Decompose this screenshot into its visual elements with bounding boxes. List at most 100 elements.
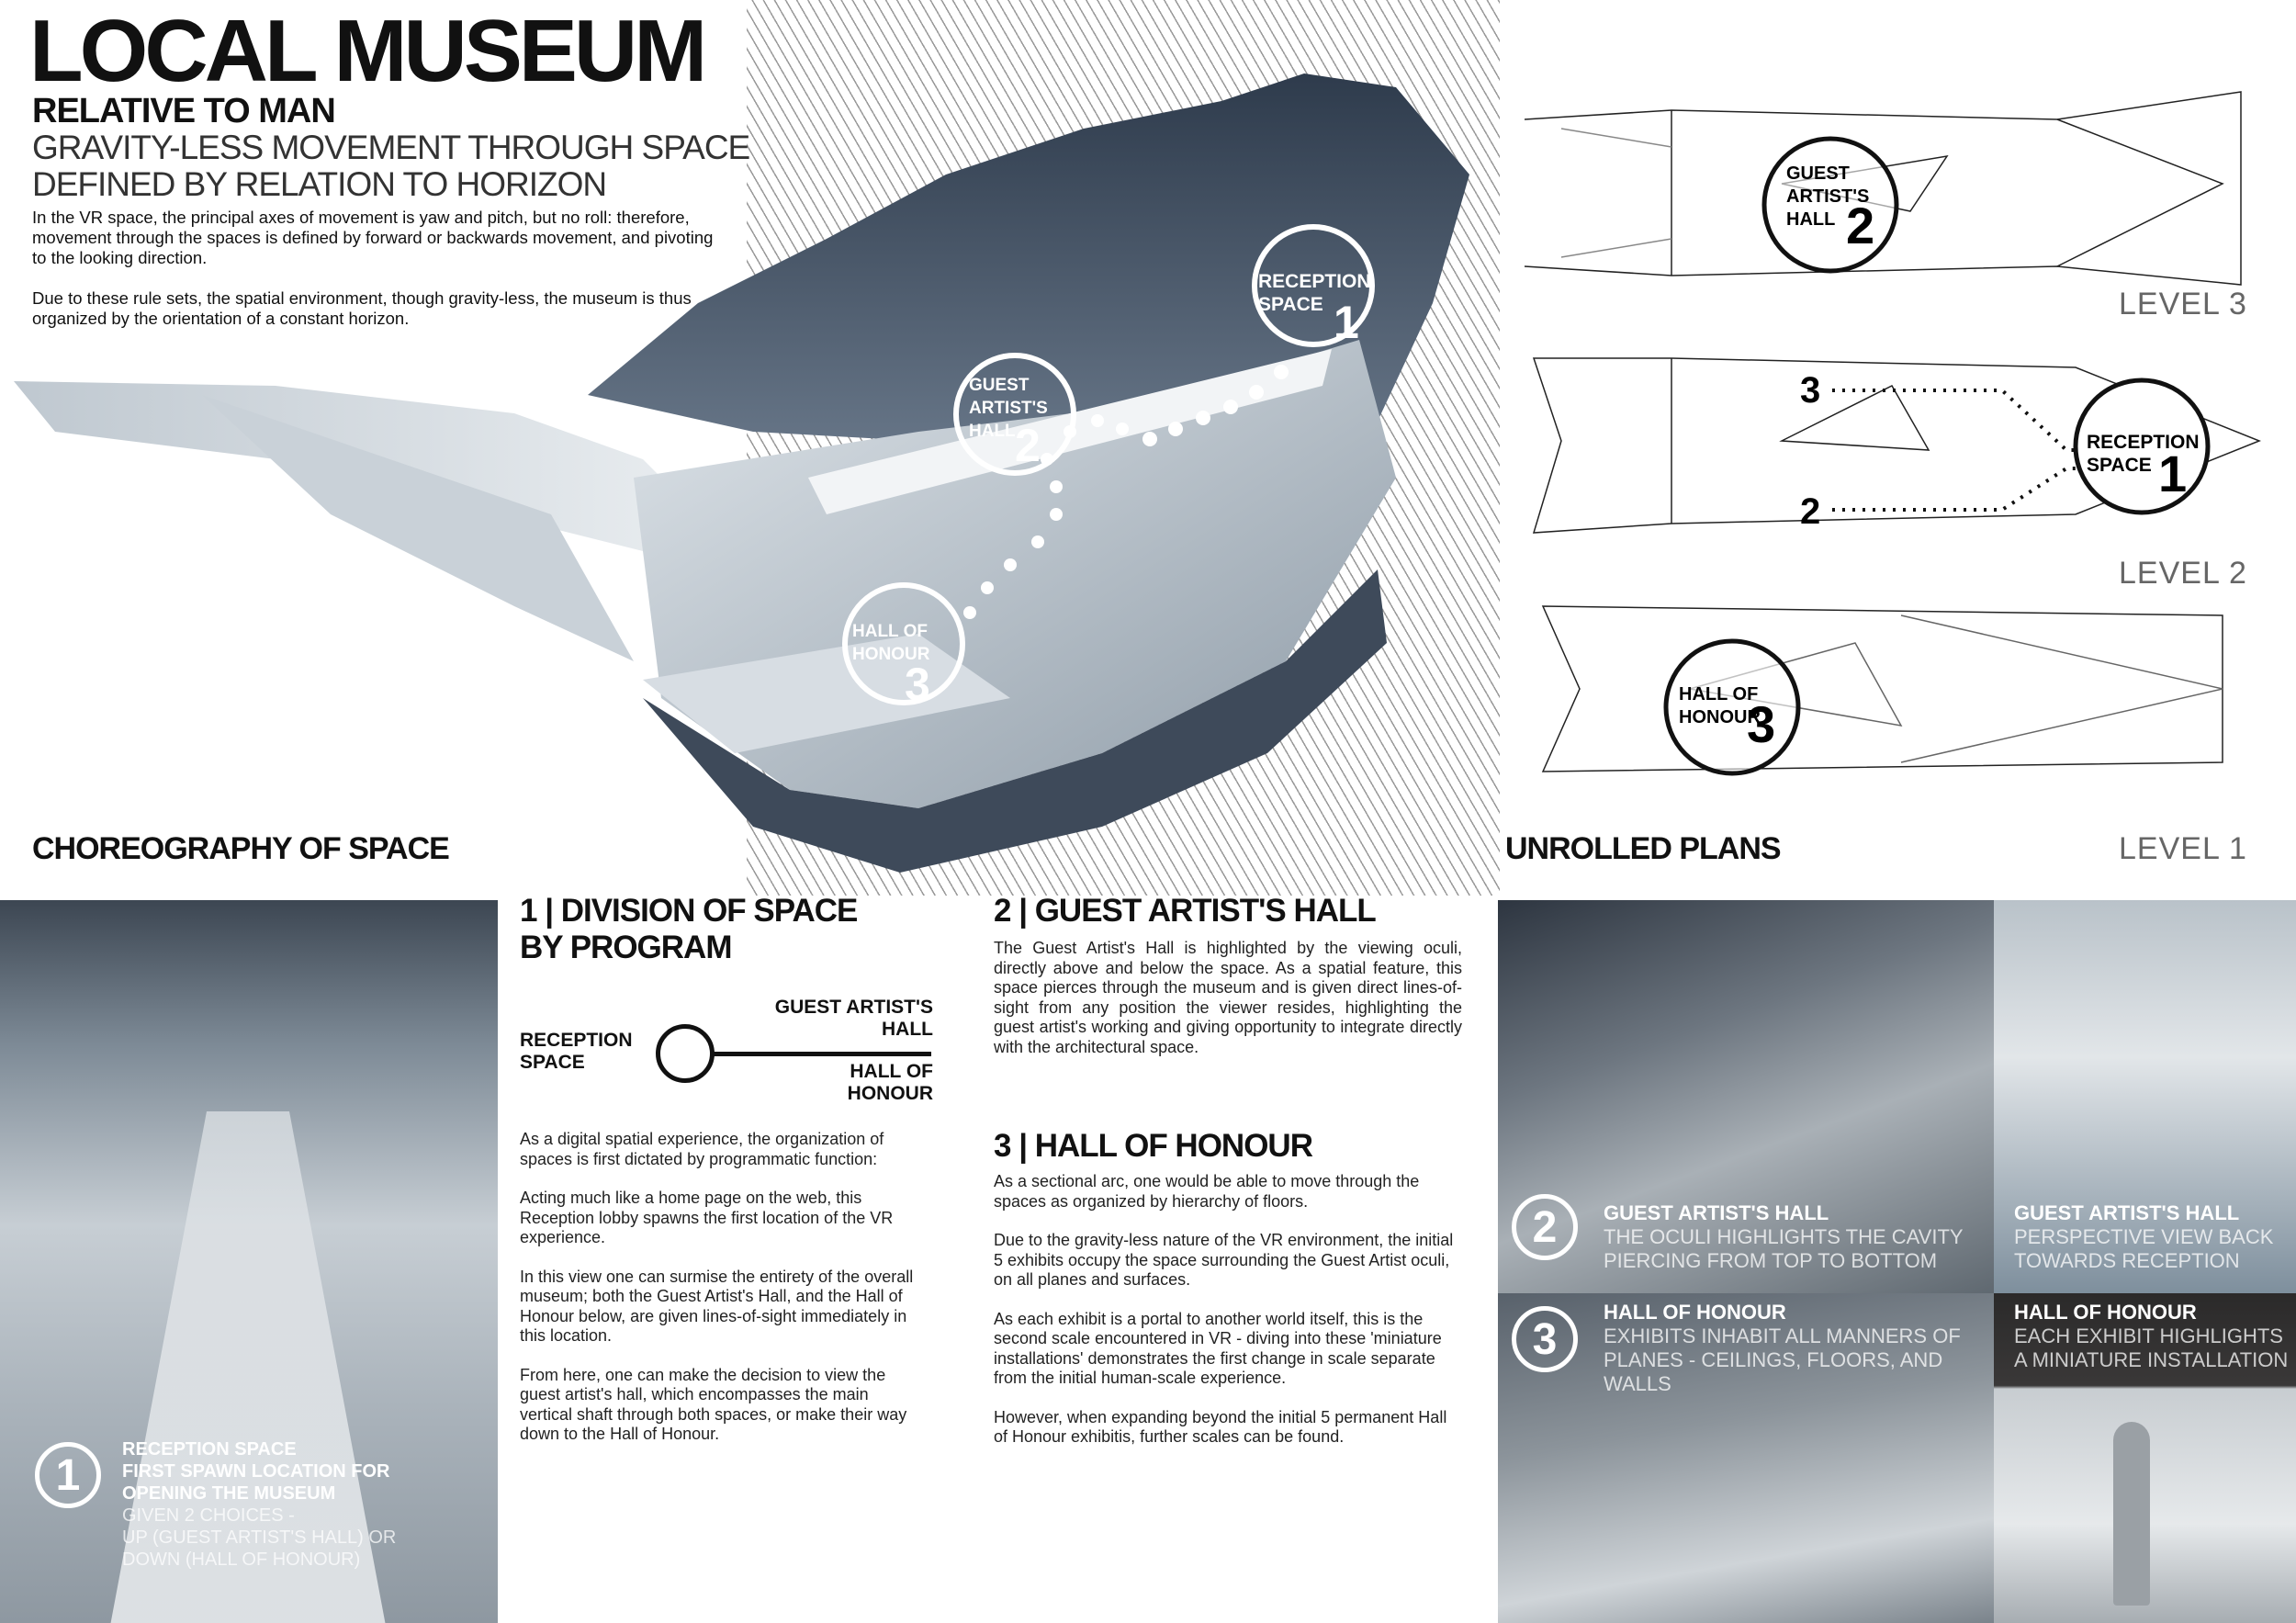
level-1-label: LEVEL 1	[2119, 831, 2247, 866]
svg-text:2: 2	[1015, 420, 1041, 471]
section-3-body: As a sectional arc, one would be able to…	[994, 1172, 1462, 1467]
tagline-line-2: DEFINED BY RELATION TO HORIZON	[32, 165, 607, 203]
paragraph: In this view one can surmise the entiret…	[520, 1267, 914, 1346]
paragraph: Acting much like a home page on the web,…	[520, 1189, 894, 1246]
marker-reception-space[interactable]: RECEPTION SPACE 1	[1252, 224, 1375, 348]
intro-paragraph: Due to these rule sets, the spatial envi…	[32, 288, 692, 328]
statue-figure	[2113, 1422, 2150, 1606]
photo-number-badge: 1	[35, 1442, 101, 1508]
paragraph: From here, one can make the decision to …	[520, 1365, 907, 1444]
svg-text:HALL OF: HALL OF	[852, 622, 928, 641]
svg-text:HALL: HALL	[1786, 209, 1835, 230]
svg-text:1: 1	[1334, 297, 1359, 348]
museum-axonometric-render: RECEPTION SPACE 1 GUEST ARTIST'S HALL 2 …	[14, 73, 1469, 873]
guest-hall-render-a: 2 GUEST ARTIST'S HALL THE OCULI HIGHLIGH…	[1498, 900, 1994, 1293]
caption-subtitle: GIVEN 2 CHOICES -	[122, 1505, 295, 1526]
plan-l1-marker[interactable]: HALL OF HONOUR 3	[1663, 638, 1801, 776]
section-2-body: The Guest Artist's Hall is highlighted b…	[994, 939, 1462, 1076]
caption-title: GUEST ARTIST'S HALL	[2014, 1201, 2240, 1224]
reception-space-render: 1 RECEPTION SPACE FIRST SPAWN LOCATION F…	[0, 900, 498, 1623]
svg-text:1: 1	[2158, 445, 2187, 502]
svg-text:SPACE: SPACE	[2087, 455, 2152, 476]
plan-l2-marker[interactable]: RECEPTION SPACE 1	[2073, 378, 2211, 515]
caption-subtitle: PERSPECTIVE VIEW BACK	[2014, 1225, 2274, 1248]
level-3-label: LEVEL 3	[2119, 287, 2247, 321]
page-title: LOCAL MUSEUM	[29, 2, 707, 100]
svg-text:GUEST: GUEST	[969, 376, 1030, 395]
svg-text:SPACE: SPACE	[1258, 294, 1323, 315]
caption-title: RECEPTION SPACE	[122, 1439, 297, 1460]
svg-text:RECEPTION: RECEPTION	[2087, 432, 2200, 453]
paragraph: As a digital spatial experience, the org…	[520, 1130, 884, 1168]
movement-path-dots	[963, 365, 1289, 619]
caption-title: OPENING THE MUSEUM	[122, 1483, 336, 1504]
svg-text:ARTIST'S: ARTIST'S	[1786, 186, 1869, 207]
caption-subtitle: EACH EXHIBIT HIGHLIGHTS	[2014, 1324, 2283, 1347]
caption-subtitle: PLANES - CEILINGS, FLOORS, AND	[1604, 1348, 1943, 1371]
svg-text:RECEPTION: RECEPTION	[1258, 271, 1371, 292]
svg-text:HALL OF: HALL OF	[1679, 684, 1758, 704]
unrolled-plans-label: UNROLLED PLANS	[1505, 831, 1782, 866]
guest-hall-caption-a: GUEST ARTIST'S HALL THE OCULI HIGHLIGHTS…	[1604, 1201, 1964, 1273]
caption-title: GUEST ARTIST'S HALL	[1604, 1201, 1829, 1224]
caption-subtitle: A MINIATURE INSTALLATION	[2014, 1348, 2289, 1371]
plan-level-3	[1524, 91, 2242, 286]
choreography-label: CHOREOGRAPHY OF SPACE	[32, 831, 450, 866]
section-3-heading: 3 | HALL OF HONOUR	[994, 1128, 1313, 1164]
lower-ribbons	[643, 569, 1387, 873]
caption-title: FIRST SPAWN LOCATION FOR	[122, 1461, 390, 1482]
caption-subtitle: TOWARDS RECEPTION	[2014, 1249, 2240, 1272]
svg-text:HONOUR: HONOUR	[1679, 707, 1761, 727]
hall-of-honour-render-a: 3 HALL OF HONOUR EXHIBITS INHABIT ALL MA…	[1498, 1293, 1994, 1623]
paragraph: The Guest Artist's Hall is highlighted b…	[994, 939, 1462, 1056]
caption-title: HALL OF HONOUR	[1604, 1301, 1786, 1324]
hall-floor	[643, 634, 1010, 753]
section-2-heading: 2 | GUEST ARTIST'S HALL	[994, 893, 1377, 929]
guest-hall-render-b: GUEST ARTIST'S HALL PERSPECTIVE VIEW BAC…	[1994, 900, 2296, 1293]
program-branch-line	[713, 1052, 931, 1056]
caption-subtitle: WALLS	[1604, 1372, 1671, 1395]
unrolled-plans-drawing: GUEST ARTIST'S HALL 2 3 2 RECEPTION SPAC…	[1524, 91, 2262, 776]
plan-l2-up-number: 3	[1800, 370, 1820, 411]
svg-text:HONOUR: HONOUR	[852, 645, 930, 664]
heading-line: 1 | DIVISION OF SPACE	[520, 893, 858, 929]
paragraph: As each exhibit is a portal to another w…	[994, 1309, 1442, 1388]
reception-node-circle	[656, 1024, 715, 1083]
paragraph: Due to the gravity-less nature of the VR…	[994, 1231, 1454, 1289]
reception-caption: RECEPTION SPACE FIRST SPAWN LOCATION FOR…	[122, 1438, 396, 1571]
hall-of-honour-render-b: HALL OF HONOUR EACH EXHIBIT HIGHLIGHTS A…	[1994, 1293, 2296, 1623]
paragraph: As a sectional arc, one would be able to…	[994, 1172, 1420, 1211]
heading-line: BY PROGRAM	[520, 930, 733, 965]
caption-subtitle: UP (GUEST ARTIST'S HALL) OR	[122, 1527, 397, 1548]
guest-hall-caption-b: GUEST ARTIST'S HALL PERSPECTIVE VIEW BAC…	[2014, 1201, 2273, 1273]
page-subtitle: RELATIVE TO MAN	[32, 92, 336, 130]
plan-l3-marker[interactable]: GUEST ARTIST'S HALL 2	[1761, 136, 1899, 274]
photo-number-badge: 3	[1512, 1306, 1578, 1372]
intro-text: In the VR space, the principal axes of m…	[32, 208, 730, 349]
svg-text:3: 3	[905, 659, 930, 710]
photo-number-badge: 2	[1512, 1194, 1578, 1260]
caption-title: HALL OF HONOUR	[2014, 1301, 2197, 1324]
svg-text:HALL: HALL	[969, 422, 1016, 441]
section-1-body: As a digital spatial experience, the org…	[520, 1130, 924, 1464]
plan-level-1	[1541, 605, 2223, 772]
caption-subtitle: PIERCING FROM TOP TO BOTTOM	[1604, 1249, 1938, 1272]
caption-subtitle: EXHIBITS INHABIT ALL MANNERS OF	[1604, 1324, 1961, 1347]
section-1-heading: 1 | DIVISION OF SPACE BY PROGRAM	[520, 893, 858, 966]
marker-hall-of-honour[interactable]: HALL OF HONOUR 3	[842, 582, 965, 710]
svg-text:2: 2	[1846, 197, 1874, 254]
intro-paragraph: In the VR space, the principal axes of m…	[32, 208, 714, 267]
left-wing-lower	[202, 395, 634, 661]
svg-text:ARTIST'S: ARTIST'S	[969, 399, 1048, 418]
paragraph: However, when expanding beyond the initi…	[994, 1407, 1447, 1447]
plan-path-dots	[1832, 389, 2131, 512]
tagline-line-1: GRAVITY-LESS MOVEMENT THROUGH SPACE	[32, 129, 750, 166]
level-2-label: LEVEL 2	[2119, 556, 2247, 591]
marker-guest-artists-hall[interactable]: GUEST ARTIST'S HALL 2	[953, 353, 1076, 476]
caption-subtitle: DOWN (HALL OF HONOUR)	[122, 1550, 361, 1570]
caption-subtitle: THE OCULI HIGHLIGHTS THE CAVITY	[1604, 1225, 1964, 1248]
hall-of-honour-caption-b: HALL OF HONOUR EACH EXHIBIT HIGHLIGHTS A…	[2014, 1301, 2288, 1372]
